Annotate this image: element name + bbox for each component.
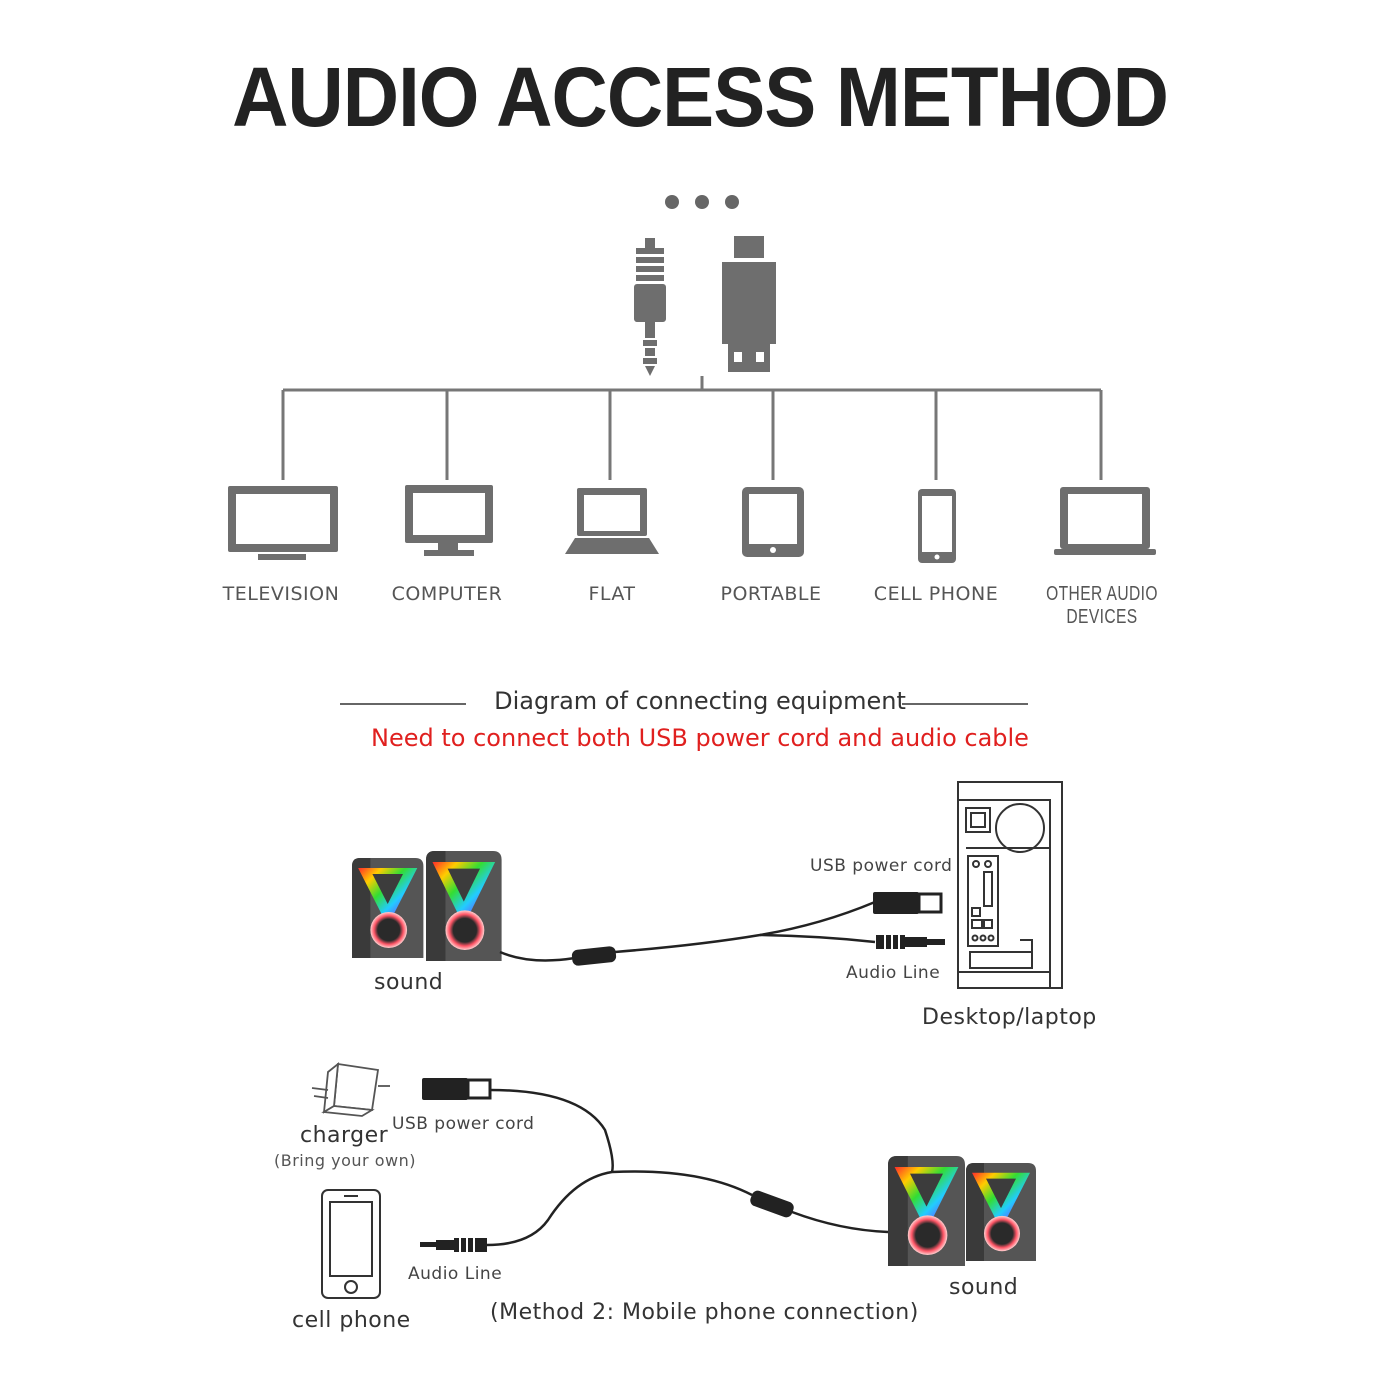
device-label-cell-phone: CELL PHONE [873, 583, 999, 605]
speakers-image [352, 851, 502, 961]
inline-switch-icon [750, 1190, 794, 1218]
device-label-other-audio-devices: OTHER AUDIO DEVICES [1046, 583, 1158, 628]
usb-plug-icon [873, 892, 943, 914]
laptop-icon [1054, 487, 1156, 555]
page-title: AUDIO ACCESS METHOD [232, 49, 1169, 145]
laptop-flat-icon [565, 488, 659, 554]
speakers-image [888, 1156, 1036, 1266]
audio-jack-icon [634, 238, 666, 376]
method1-cables [499, 900, 876, 962]
method2-usb-label: USB power cord [392, 1114, 535, 1134]
diagram-note: Need to connect both USB power cord and … [371, 724, 1029, 752]
method1-speakers-label: sound [374, 970, 444, 995]
diagram-heading: Diagram of connecting equipment [494, 687, 906, 715]
television-icon [228, 486, 338, 560]
device-label-television: TELEVISION [222, 583, 340, 605]
method2-audio-label: Audio Line [408, 1264, 503, 1284]
usb-plug-icon [422, 1078, 492, 1100]
device-label-portable: PORTABLE [720, 583, 822, 605]
device-label-computer: COMPUTER [391, 583, 503, 605]
cell-phone-icon [918, 489, 956, 563]
method1-audio-label: Audio Line [846, 963, 941, 983]
method2-cables [486, 1088, 889, 1247]
tablet-icon [742, 487, 804, 557]
audio-jack-icon [420, 1238, 487, 1252]
method2-charger-note: (Bring your own) [274, 1151, 416, 1170]
cell-phone-icon [321, 1189, 381, 1299]
method2-charger-label: charger [300, 1123, 389, 1148]
charger-icon [311, 1061, 390, 1117]
inline-switch-icon [571, 946, 617, 966]
tree-lines [281, 376, 1103, 480]
method2-caption: (Method 2: Mobile phone connection) [490, 1300, 919, 1325]
method2-phone-label: cell phone [292, 1308, 411, 1333]
device-label-flat: FLAT [588, 583, 636, 605]
monitor-icon [405, 485, 493, 556]
method1-usb-label: USB power cord [810, 856, 953, 876]
audio-jack-icon [876, 935, 945, 949]
method1-host-label: Desktop/laptop [922, 1005, 1097, 1030]
ellipsis-icon [665, 195, 739, 209]
desktop-tower-icon [957, 781, 1063, 989]
method2-speakers-label: sound [949, 1275, 1019, 1300]
usb-plug-icon [722, 236, 776, 372]
